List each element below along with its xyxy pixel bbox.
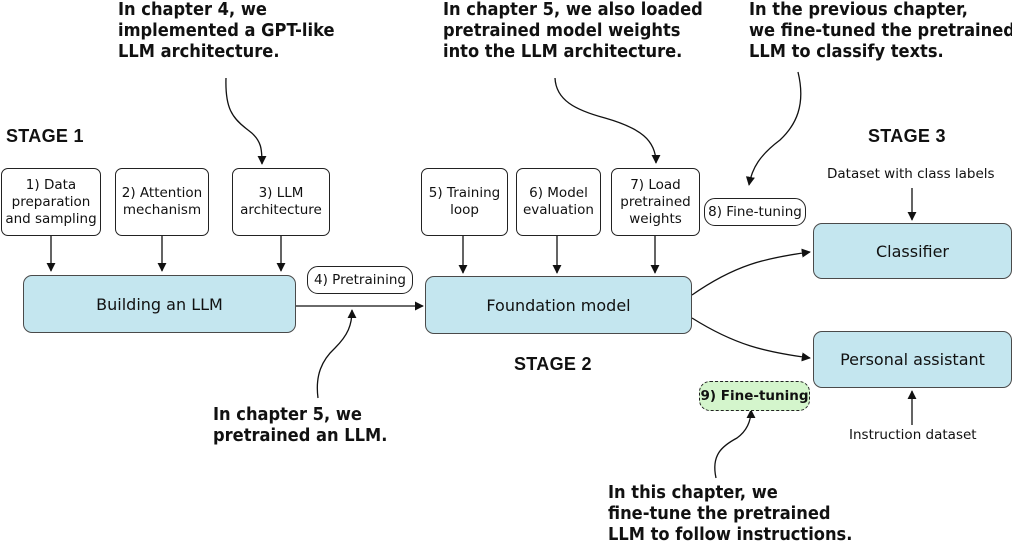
callout-chapter4: In chapter 4, we implemented a GPT-like …	[118, 0, 335, 62]
step-data-preparation: 1) Data preparation and sampling	[1, 168, 101, 236]
step-fine-tuning-9-highlight: 9) Fine-tuning	[699, 381, 810, 411]
curve-chapter4	[225, 77, 267, 165]
callout-chapter5-pretrain: In chapter 5, we pretrained an LLM.	[213, 405, 388, 446]
curve-previous-chapter	[745, 71, 802, 186]
node-building-an-llm: Building an LLM	[23, 275, 296, 333]
node-personal-assistant: Personal assistant	[813, 331, 1012, 388]
callout-chapter5-load: In chapter 5, we also loaded pretrained …	[443, 0, 703, 62]
step-fine-tuning-8: 8) Fine-tuning	[704, 198, 806, 226]
arrow-foundation-to-classifier	[691, 248, 811, 296]
dataset-class-labels: Dataset with class labels	[827, 166, 995, 182]
step-training-loop: 5) Training loop	[421, 168, 508, 236]
stage-3-label: STAGE 3	[868, 126, 946, 146]
step-llm-architecture: 3) LLM architecture	[232, 168, 330, 236]
curve-chapter5-load	[554, 77, 661, 164]
curve-chapter5-pretrain	[316, 309, 357, 399]
step-attention-mechanism: 2) Attention mechanism	[115, 168, 209, 236]
arrow-foundation-to-assistant	[691, 317, 811, 362]
node-foundation-model: Foundation model	[425, 276, 692, 334]
callout-previous-chapter: In the previous chapter, we fine-tuned t…	[749, 0, 1012, 62]
curve-this-chapter	[714, 409, 756, 479]
step-pretraining: 4) Pretraining	[307, 266, 413, 294]
node-classifier: Classifier	[813, 223, 1012, 279]
step-load-pretrained-weights: 7) Load pretrained weights	[611, 168, 700, 236]
stage-2-label: STAGE 2	[514, 354, 592, 374]
callout-this-chapter: In this chapter, we fine-tune the pretra…	[608, 483, 853, 545]
dataset-instruction: Instruction dataset	[849, 427, 977, 443]
step-model-evaluation: 6) Model evaluation	[516, 168, 601, 236]
stage-1-label: STAGE 1	[6, 126, 84, 146]
